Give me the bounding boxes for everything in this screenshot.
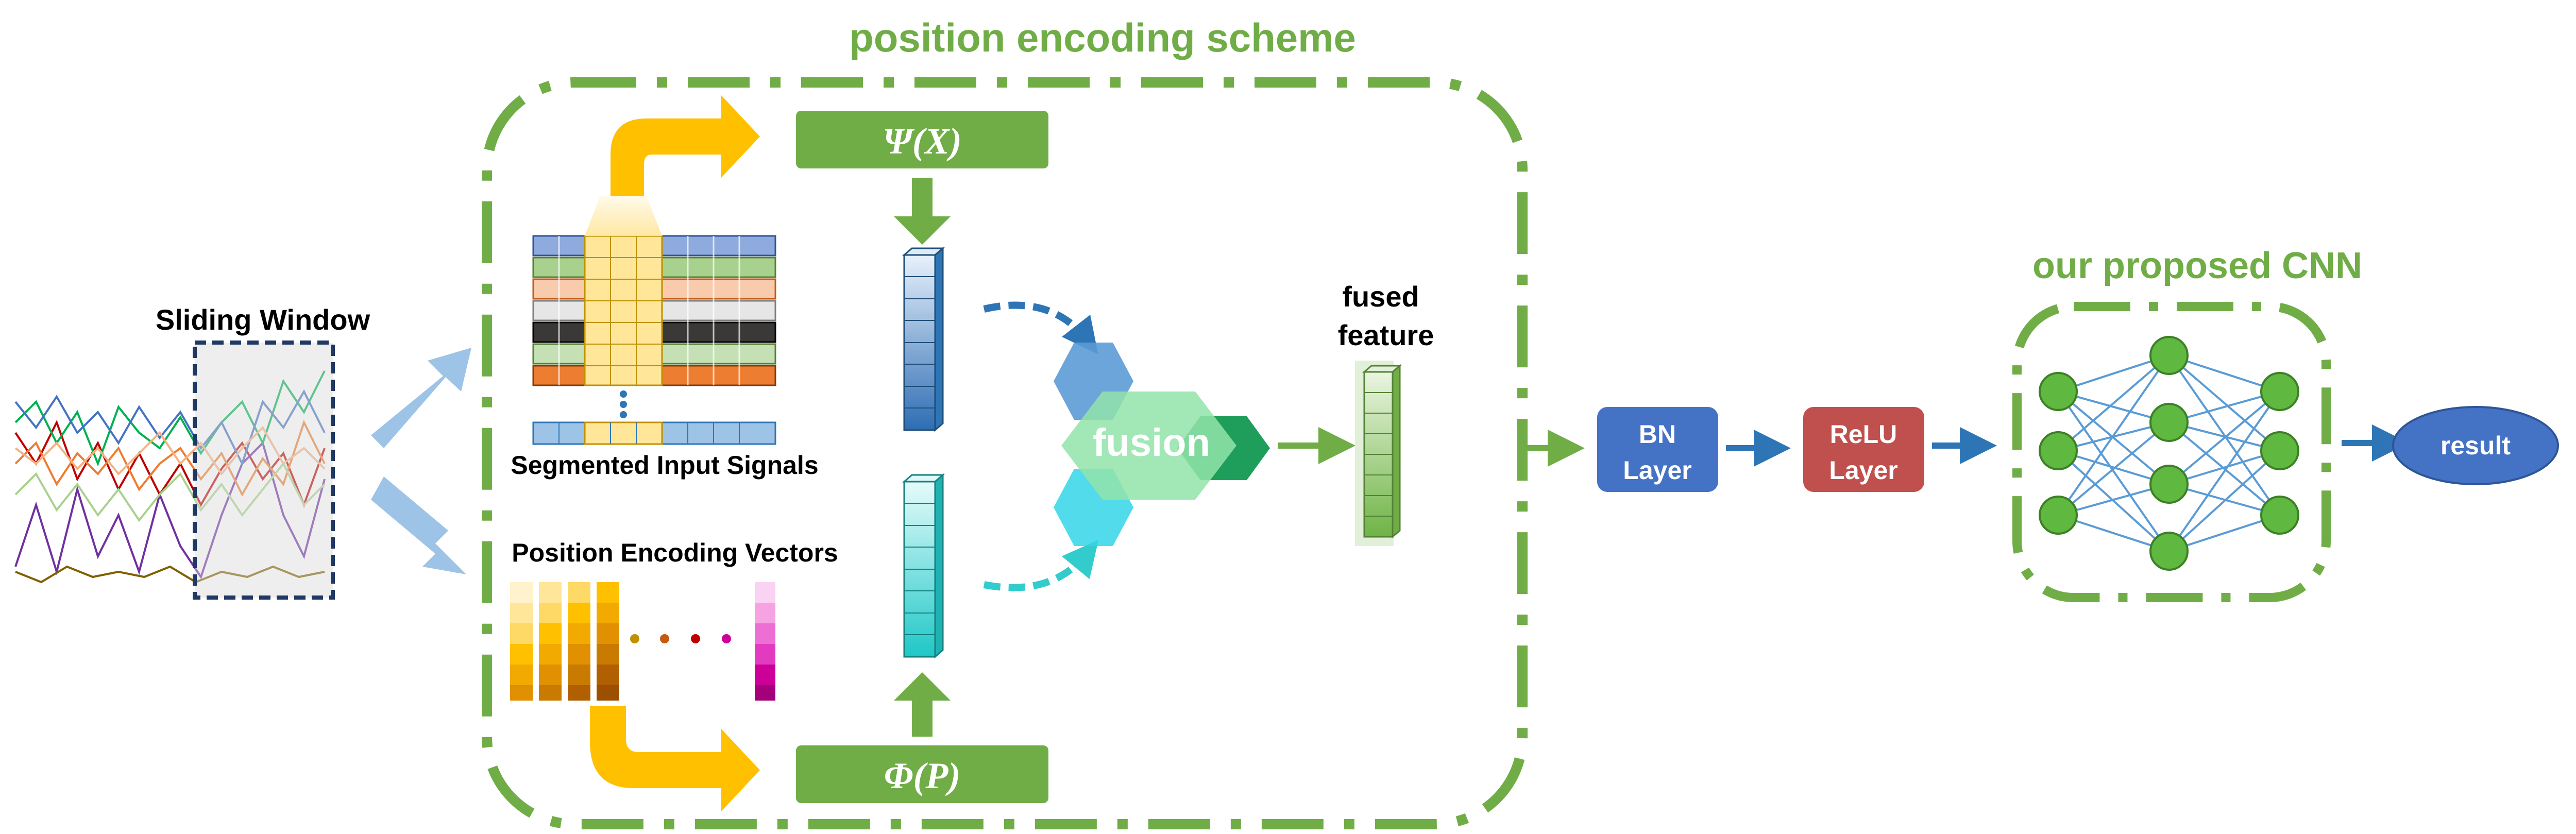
arrow-psi-down: [894, 178, 951, 245]
cnn-title: our proposed CNN: [2032, 245, 2362, 286]
psi-box: [796, 111, 1048, 168]
neural-network-icon: [2039, 336, 2299, 571]
psi-label: Ψ(X): [883, 121, 962, 162]
relu-layer-label-line2: Layer: [1829, 456, 1897, 485]
segmented-signals-grid: [532, 196, 776, 445]
cnn-boundary: [2012, 302, 2331, 602]
scheme-title: position encoding scheme: [849, 15, 1356, 60]
relu-layer-label-line1: ReLU: [1830, 420, 1897, 449]
arrow-phi-up: [894, 672, 951, 737]
sliding-window-label: Sliding Window: [156, 303, 370, 336]
fused-feature-label-line1: fused: [1342, 280, 1419, 313]
result-label: result: [2441, 431, 2511, 460]
fused-feature-column: [1355, 361, 1402, 546]
fusion-hexagons: [1054, 343, 1270, 546]
bn-layer-label-line1: BN: [1639, 420, 1676, 449]
sliding-window-box: [193, 341, 335, 600]
arrow-to-signals: [371, 348, 471, 448]
fusion-label: fusion: [1093, 421, 1210, 465]
position-vectors-label: Position Encoding Vectors: [512, 538, 838, 567]
position-feature-column: [902, 473, 945, 659]
dashed-arrow-blue: [983, 301, 1098, 354]
yellow-arrow-to-phi: [590, 706, 760, 811]
result-ellipse: [2392, 406, 2559, 485]
arrow-to-positions: [371, 476, 466, 574]
scheme-boundary: [482, 77, 1528, 829]
phi-box: [796, 745, 1048, 803]
bn-layer-label-line2: Layer: [1623, 456, 1691, 485]
multichannel-signal-icon: [14, 370, 326, 584]
signal-feature-column: [902, 246, 945, 432]
phi-label: Φ(P): [884, 755, 961, 796]
fused-feature-label-line2: feature: [1338, 319, 1434, 351]
position-vectors-bars: [510, 582, 775, 701]
yellow-arrow-to-psi: [611, 95, 760, 196]
relu-layer-box: [1803, 407, 1924, 492]
bn-layer-box: [1597, 407, 1718, 492]
segmented-signals-label: Segmented Input Signals: [511, 451, 818, 480]
dashed-arrow-cyan: [983, 539, 1099, 591]
